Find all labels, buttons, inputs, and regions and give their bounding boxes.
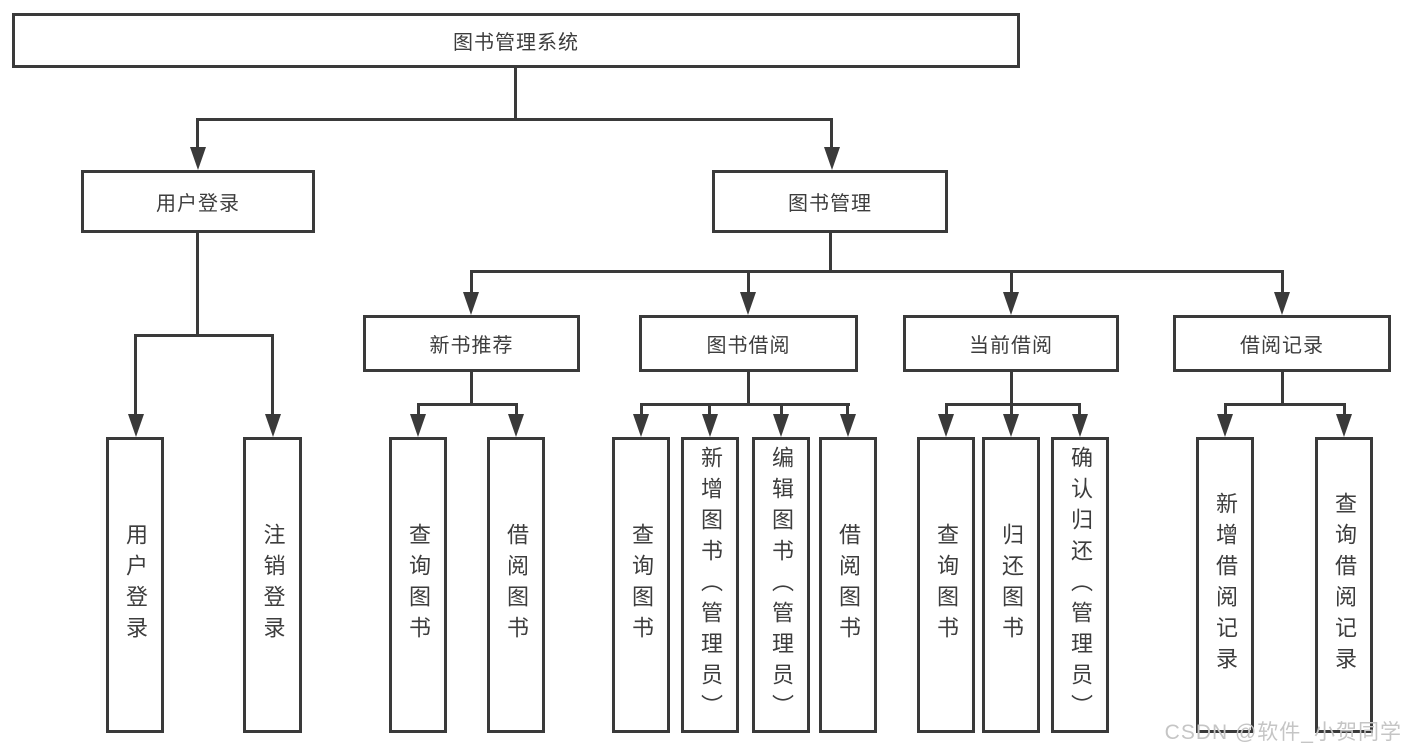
connector-line	[417, 403, 420, 417]
node-new-book-recommend: 新书推荐	[363, 315, 580, 372]
connector-line	[780, 403, 783, 417]
connector-line	[514, 68, 517, 120]
connector-line	[1224, 403, 1346, 406]
leaf-borrow-books-2: 借阅图书	[819, 437, 877, 733]
leaf-borrow-books: 借阅图书	[487, 437, 545, 733]
connector-line	[470, 270, 1284, 273]
node-book-management: 图书管理	[712, 170, 948, 233]
connector-line	[271, 334, 274, 415]
leaf-label: 借阅图书	[504, 523, 529, 647]
leaf-label: 新增图书（管理员）	[698, 445, 723, 725]
leaf-label: 查询图书	[629, 523, 654, 647]
arrow-down-icon	[840, 414, 856, 437]
connector-line	[196, 118, 199, 148]
connector-line	[640, 403, 643, 417]
node-label: 图书管理系统	[453, 32, 579, 54]
leaf-label: 编辑图书（管理员）	[769, 445, 794, 725]
leaf-label: 查询图书	[934, 523, 959, 647]
arrow-down-icon	[1336, 414, 1352, 437]
connector-line	[417, 403, 518, 406]
connector-line	[1281, 372, 1284, 405]
connector-line	[846, 403, 849, 417]
connector-line	[830, 118, 833, 148]
leaf-add-borrow-record: 新增借阅记录	[1196, 437, 1254, 733]
connector-line	[747, 372, 750, 405]
leaf-query-books-2: 查询图书	[612, 437, 670, 733]
leaf-label: 注销登录	[260, 523, 286, 647]
connector-line	[1010, 403, 1013, 417]
arrow-down-icon	[1003, 292, 1019, 315]
arrow-down-icon	[633, 414, 649, 437]
arrow-down-icon	[740, 292, 756, 315]
leaf-query-borrow-record: 查询借阅记录	[1315, 437, 1373, 733]
connector-line	[470, 270, 473, 294]
connector-line	[1224, 403, 1227, 417]
arrow-down-icon	[1072, 414, 1088, 437]
node-label: 借阅记录	[1240, 335, 1324, 357]
leaf-confirm-return-admin: 确认归还（管理员）	[1051, 437, 1109, 733]
leaf-label: 借阅图书	[836, 523, 861, 647]
leaf-label: 确认归还（管理员）	[1068, 445, 1093, 725]
connector-line	[1343, 403, 1346, 417]
leaf-user-login: 用户登录	[106, 437, 164, 733]
leaf-return-book: 归还图书	[982, 437, 1040, 733]
leaf-label: 查询图书	[406, 523, 431, 647]
arrow-down-icon	[508, 414, 524, 437]
leaf-label: 归还图书	[999, 523, 1024, 647]
node-label: 用户登录	[156, 193, 240, 215]
node-user-login: 用户登录	[81, 170, 315, 233]
node-label: 新书推荐	[429, 335, 514, 357]
node-label: 图书借阅	[706, 335, 791, 357]
leaf-add-book-admin: 新增图书（管理员）	[681, 437, 739, 733]
leaf-edit-book-admin: 编辑图书（管理员）	[752, 437, 810, 733]
leaf-logout: 注销登录	[243, 437, 302, 733]
arrow-down-icon	[128, 414, 144, 437]
node-library-system: 图书管理系统	[12, 13, 1020, 68]
arrow-down-icon	[410, 414, 426, 437]
node-book-borrow: 图书借阅	[639, 315, 858, 372]
arrow-down-icon	[1217, 414, 1233, 437]
connector-line	[515, 403, 518, 417]
leaf-label: 查询借阅记录	[1332, 492, 1357, 678]
leaf-query-books: 查询图书	[389, 437, 447, 733]
arrow-down-icon	[1274, 292, 1290, 315]
connector-line	[945, 403, 948, 417]
node-label: 图书管理	[788, 193, 872, 215]
connector-line	[945, 403, 1081, 406]
connector-line	[134, 334, 274, 337]
arrow-down-icon	[824, 147, 840, 170]
arrow-down-icon	[190, 147, 206, 170]
node-borrow-records: 借阅记录	[1173, 315, 1391, 372]
arrow-down-icon	[938, 414, 954, 437]
connector-line	[1010, 372, 1013, 405]
leaf-label: 新增借阅记录	[1213, 492, 1238, 678]
node-label: 当前借阅	[969, 335, 1053, 357]
connector-line	[196, 233, 199, 337]
node-current-borrow: 当前借阅	[903, 315, 1119, 372]
connector-line	[640, 403, 850, 406]
connector-line	[747, 270, 750, 294]
connector-line	[1078, 403, 1081, 417]
connector-line	[134, 334, 137, 415]
arrow-down-icon	[773, 414, 789, 437]
leaf-label: 用户登录	[123, 523, 148, 647]
leaf-query-books-3: 查询图书	[917, 437, 975, 733]
arrow-down-icon	[265, 414, 281, 437]
connector-line	[470, 372, 473, 405]
connector-line	[1281, 270, 1284, 294]
connector-line	[829, 233, 832, 273]
connector-line	[1010, 270, 1013, 294]
watermark: CSDN @软件_小贺同学	[1164, 721, 1402, 744]
arrow-down-icon	[1003, 414, 1019, 437]
arrow-down-icon	[463, 292, 479, 315]
connector-line	[708, 403, 711, 417]
arrow-down-icon	[702, 414, 718, 437]
connector-line	[196, 118, 833, 121]
